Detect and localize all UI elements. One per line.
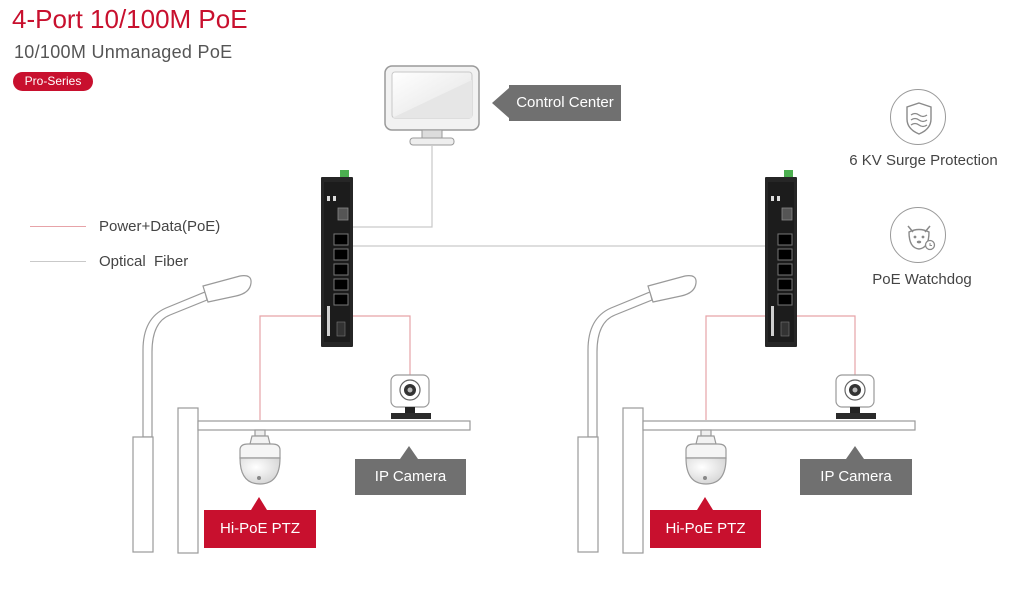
ip-camera-left-label: IP Camera — [355, 459, 466, 495]
poe-switch-left-icon — [321, 170, 353, 347]
poe-switch-right-icon — [765, 170, 797, 347]
poe-line-left-ptz — [259, 315, 321, 420]
mounting-bracket-right-icon — [622, 407, 916, 554]
legend-fiber-line — [30, 261, 86, 262]
surge-protection-icon — [890, 89, 946, 145]
ip-camera-right-icon — [835, 374, 876, 419]
feature-surge-protection-label: 6 KV Surge Protection — [849, 152, 998, 169]
legend-fiber-label: Optical Fiber — [99, 253, 189, 270]
poe-line-right-camera — [797, 315, 856, 375]
legend-poe-label: Power+Data(PoE) — [99, 218, 221, 235]
ptz-left-pointer — [251, 497, 267, 510]
page-subtitle: 10/100M Unmanaged PoE — [14, 42, 233, 62]
fiber-connections — [353, 146, 766, 247]
street-lamp-right-icon — [577, 275, 697, 553]
monitor-icon — [384, 65, 480, 146]
page-title: 4-Port 10/100M PoE — [12, 4, 248, 34]
ip-camera-left-icon — [390, 374, 431, 419]
ip-camera-right-label: IP Camera — [800, 459, 912, 495]
ip-camera-right-pointer — [846, 446, 864, 459]
control-center-pointer — [492, 88, 509, 118]
ip-camera-left-pointer — [400, 446, 418, 459]
poe-line-right-ptz — [705, 315, 766, 420]
ptz-right-label: Hi-PoE PTZ — [650, 510, 761, 548]
ptz-dome-right-icon — [685, 429, 727, 485]
ptz-dome-left-icon — [239, 429, 281, 485]
series-badge: Pro-Series — [13, 72, 93, 91]
street-lamp-left-icon — [132, 275, 252, 553]
legend-poe-line — [30, 226, 86, 227]
fiber-line-switch-to-monitor — [353, 146, 433, 228]
ptz-left-label: Hi-PoE PTZ — [204, 510, 316, 548]
ptz-right-pointer — [697, 497, 713, 510]
control-center-label: Control Center — [509, 85, 621, 121]
legend-item-poe: Power+Data(PoE) — [30, 218, 220, 235]
mounting-bracket-left-icon — [177, 407, 471, 554]
feature-watchdog-label: PoE Watchdog — [872, 271, 972, 288]
watchdog-icon — [890, 207, 946, 263]
poe-connections — [259, 315, 856, 420]
poe-line-left-camera — [353, 315, 411, 375]
legend-item-fiber: Optical Fiber — [30, 253, 188, 270]
